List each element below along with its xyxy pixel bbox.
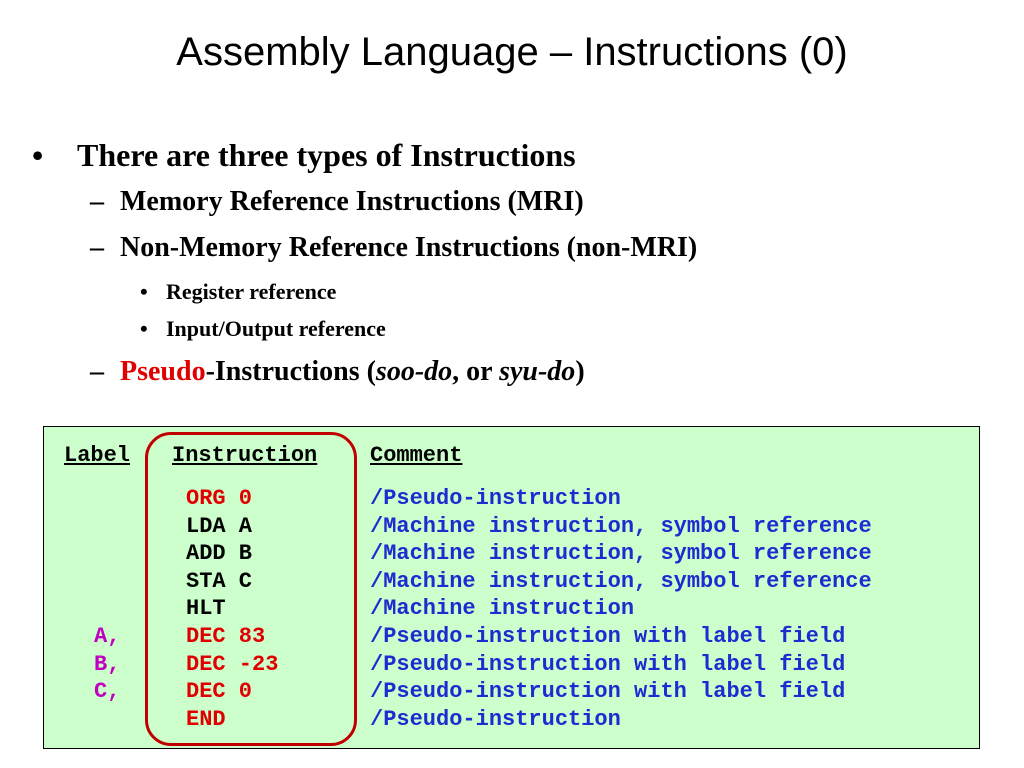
pronunciation-1: soo-do <box>375 356 453 387</box>
bullet-marker: • <box>32 137 44 173</box>
dash-marker: – <box>90 232 104 263</box>
pseudo-highlight: Pseudo <box>120 356 206 387</box>
code-row-comment: /Pseudo-instruction with label field <box>370 679 846 705</box>
code-row-instruction: DEC 0 <box>186 679 253 705</box>
bullet-io-reference: Input/Output reference <box>166 316 386 341</box>
code-listing-box <box>43 426 980 749</box>
code-row-instruction: ORG 0 <box>186 486 253 511</box>
dash-marker: – <box>90 356 104 387</box>
code-row-instruction: DEC -23 <box>186 651 279 677</box>
code-row-instruction: HLT <box>186 596 226 622</box>
code-row-comment: /Pseudo-instruction with label field <box>370 624 846 649</box>
code-row-comment: /Machine instruction, symbol reference <box>370 513 872 539</box>
bullet-non-mri: Non-Memory Reference Instructions (non-M… <box>120 232 698 263</box>
slide-title: Assembly Language – Instructions (0) <box>176 30 848 74</box>
code-row-comment: /Pseudo-instruction <box>370 486 621 511</box>
code-row-instruction: END <box>186 706 226 732</box>
pronunciation-2: syu-do <box>499 356 576 387</box>
code-row-comment: /Pseudo-instruction <box>370 706 621 732</box>
bullet-main: There are three types of Instructions <box>77 137 576 173</box>
header-comment: Comment <box>370 443 463 468</box>
header-label: Label <box>64 443 131 468</box>
header-instruction: Instruction <box>172 443 318 468</box>
code-row-instruction: DEC 83 <box>186 624 266 649</box>
code-row-label: A, <box>94 624 121 649</box>
code-row-comment: /Machine instruction, symbol reference <box>370 541 872 567</box>
dash-marker: – <box>90 186 104 217</box>
instruction-column-highlight <box>145 432 357 746</box>
sub-bullet-marker: • <box>140 279 148 304</box>
code-row-instruction: STA C <box>186 568 253 594</box>
bullet-mri: Memory Reference Instructions (MRI) <box>120 186 584 217</box>
code-row-label: C, <box>94 679 121 705</box>
code-row-comment: /Machine instruction <box>370 596 635 622</box>
bullet-register-reference: Register reference <box>166 279 337 304</box>
code-row-comment: /Pseudo-instruction with label field <box>370 651 846 677</box>
code-row-comment: /Machine instruction, symbol reference <box>370 568 872 594</box>
code-row-label: B, <box>94 651 121 677</box>
code-row-instruction: ADD B <box>186 541 253 567</box>
code-row-instruction: LDA A <box>186 513 253 539</box>
bullet-pseudo-instructions: Pseudo-Instructions (soo-do, or syu-do) <box>120 356 585 387</box>
sub-bullet-marker: • <box>140 316 148 341</box>
